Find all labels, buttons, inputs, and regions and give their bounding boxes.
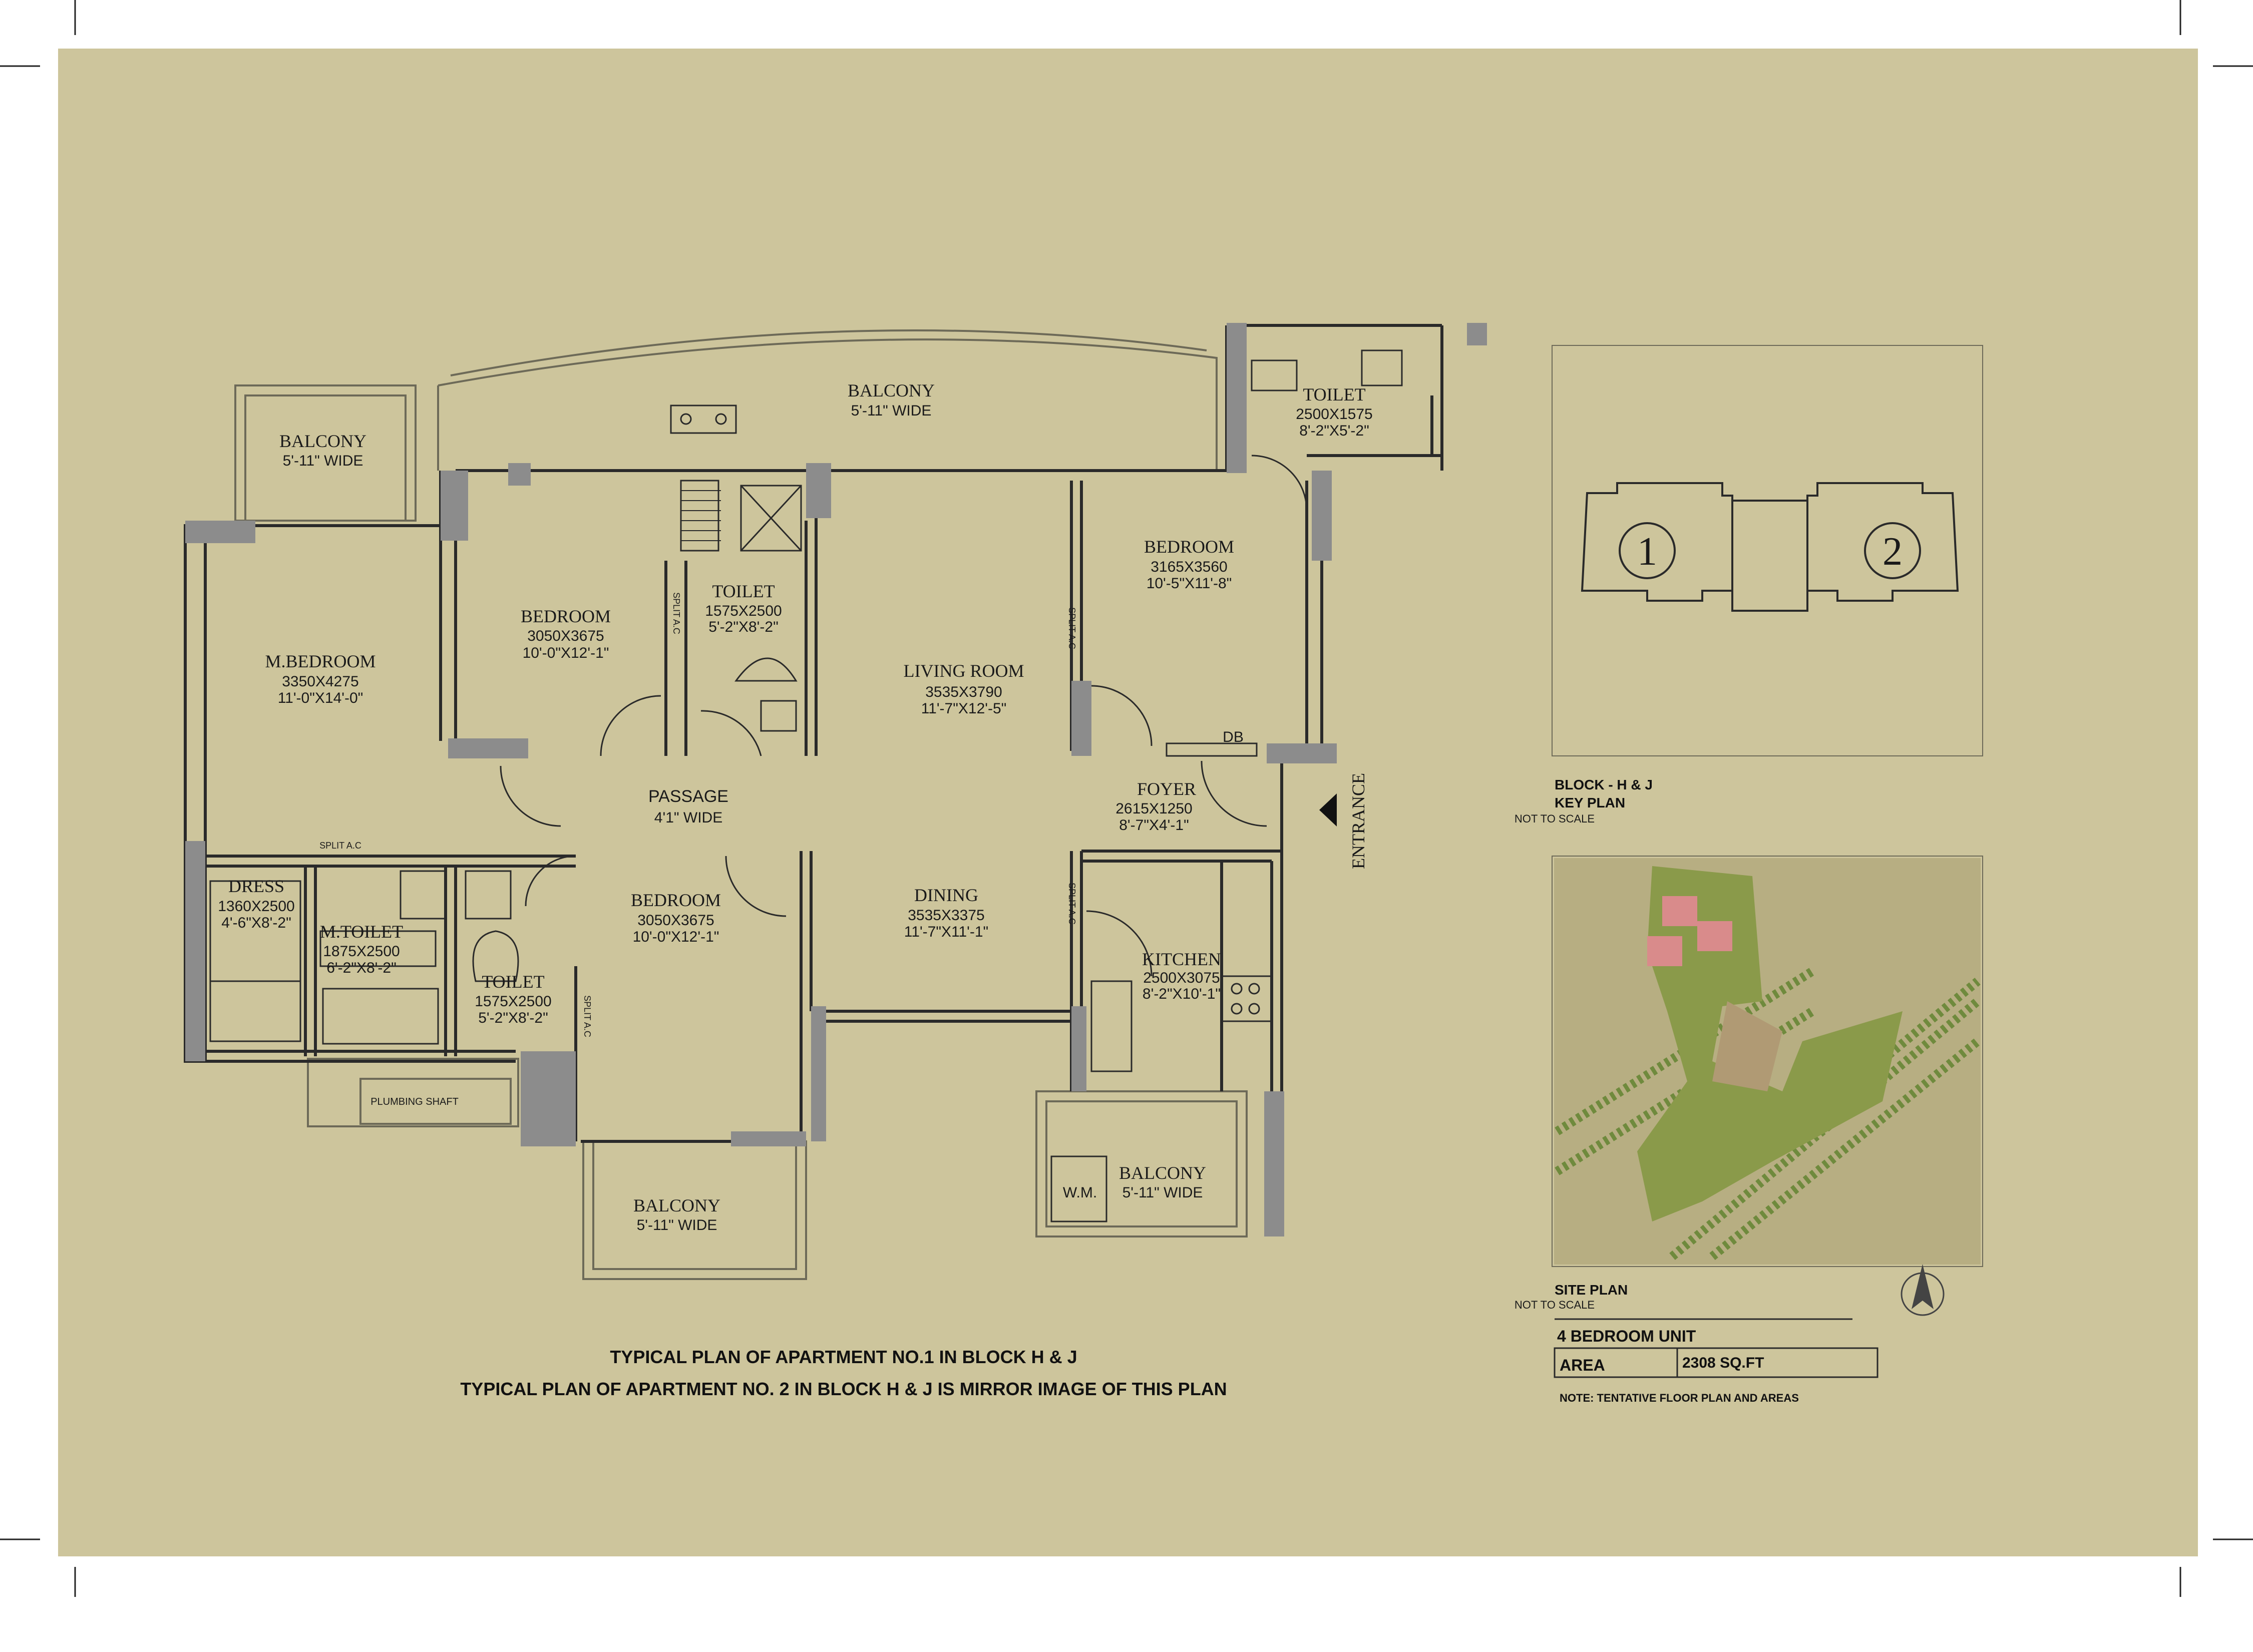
unit-info-table [1554,1318,1879,1378]
balcony-kitchen-name: BALCONY [1119,1163,1206,1183]
key-plan-title: BLOCK - H & J [1555,777,1653,792]
toilet-mid-mm: 1575X2500 [705,603,782,619]
site-plan-title: SITE PLAN [1555,1282,1628,1298]
bedroom-top-mid-name: BEDROOM [521,606,611,626]
dining-name: DINING [914,885,978,905]
toilet-top-right-name: TOILET [1303,384,1365,404]
toilet-mid-name: TOILET [712,581,775,601]
caption-line-2: TYPICAL PLAN OF APARTMENT NO. 2 IN BLOCK… [460,1379,1227,1399]
dining-ft: 11'-7"X11'-1" [904,924,988,940]
key-plan-note: NOT TO SCALE [1515,812,1595,825]
foyer-mm: 2615X1250 [1115,800,1193,817]
split-ac-label-1: SPLIT A.C [671,592,681,634]
toilet-bottom-name: TOILET [482,972,544,992]
floor-plan-sheet [58,49,2198,1556]
bedroom-bottom-ft: 10'-0"X12'-1" [633,929,719,945]
unit-note: NOTE: TENTATIVE FLOOR PLAN AND AREAS [1560,1392,1799,1404]
split-ac-label-5: SPLIT A.C [1067,883,1077,925]
bedroom-top-right-name: BEDROOM [1144,537,1234,557]
entrance-arrow-icon [1319,793,1337,827]
living-room-ft: 11'-7"X12'-5" [921,700,1007,717]
entrance-label: ENTRANCE [1348,773,1368,869]
toilet-bottom-mm: 1575X2500 [475,993,552,1010]
balcony-bottom-name: BALCONY [633,1195,720,1215]
bedroom-bottom-name: BEDROOM [631,890,721,910]
dress-name: DRESS [228,876,284,896]
dress-mm: 1360X2500 [218,898,295,915]
key-plan-subtitle: KEY PLAN [1555,795,1625,810]
washing-machine-label: W.M. [1063,1184,1097,1201]
foyer-name: FOYER [1137,779,1196,799]
split-ac-label-4: SPLIT A.C [582,995,592,1037]
toilet-bottom-ft: 5'-2"X8'-2" [478,1010,548,1026]
bedroom-top-mid-mm: 3050X3675 [527,628,604,644]
area-label: AREA [1560,1356,1605,1374]
m-bedroom-name: M.BEDROOM [265,651,376,671]
bedroom-top-right-ft: 10'-5"X11'-8" [1147,575,1232,592]
floor-plan [184,323,1487,1280]
north-arrow-icon [1901,1264,1945,1316]
dress-ft: 4'-6"X8'-2" [221,915,291,931]
kitchen-ft: 8'-2"X10'-1" [1143,986,1221,1002]
bedroom-bottom-mm: 3050X3675 [637,912,714,929]
balcony-left-size: 5'-11" WIDE [283,453,363,469]
unit-type: 4 BEDROOM UNIT [1557,1327,1696,1345]
key-plan-unit-1: 1 [1637,530,1657,574]
m-bedroom-ft: 11'-0"X14'-0" [278,690,363,706]
living-room-name: LIVING ROOM [904,661,1024,681]
dining-mm: 3535X3375 [908,907,985,924]
kitchen-mm: 2500X3075 [1143,970,1220,986]
foyer-ft: 8'-7"X4'-1" [1119,817,1189,834]
bedroom-top-right-mm: 3165X3560 [1151,559,1228,575]
living-room-mm: 3535X3790 [925,684,1002,700]
m-toilet-name: M.TOILET [320,922,403,942]
m-toilet-mm: 1875X2500 [323,943,400,960]
passage-name: PASSAGE [648,787,728,806]
db-label: DB [1223,729,1244,745]
kitchen-name: KITCHEN [1142,949,1221,969]
crop-marks [0,0,2253,1597]
balcony-left-name: BALCONY [279,431,366,451]
bedroom-top-mid-ft: 10'-0"X12'-1" [523,645,609,661]
split-ac-label-3: SPLIT A.C [319,841,361,851]
key-plan-figure [1552,345,1983,756]
caption-line-1: TYPICAL PLAN OF APARTMENT NO.1 IN BLOCK … [610,1347,1077,1367]
balcony-top-name: BALCONY [848,380,935,400]
balcony-bottom-size: 5'-11" WIDE [637,1217,717,1233]
m-bedroom-mm: 3350X4275 [282,673,359,690]
key-plan-unit-2: 2 [1883,530,1903,574]
toilet-top-right-ft: 8'-2"X5'-2" [1299,423,1369,439]
passage-size: 4'1" WIDE [654,809,722,826]
plumbing-shaft-label: PLUMBING SHAFT [370,1096,459,1107]
area-value: 2308 SQ.FT [1682,1355,1764,1371]
split-ac-label-2: SPLIT A.C [1067,607,1077,649]
site-plan-note: NOT TO SCALE [1515,1299,1595,1311]
site-plan-figure [1552,856,1983,1267]
toilet-top-right-mm: 2500X1575 [1296,406,1373,423]
toilet-mid-ft: 5'-2"X8'-2" [708,619,778,635]
m-toilet-ft: 6'-2"X8'-2" [326,960,396,976]
balcony-kitchen-size: 5'-11" WIDE [1122,1184,1203,1201]
balcony-top-size: 5'-11" WIDE [851,402,932,419]
